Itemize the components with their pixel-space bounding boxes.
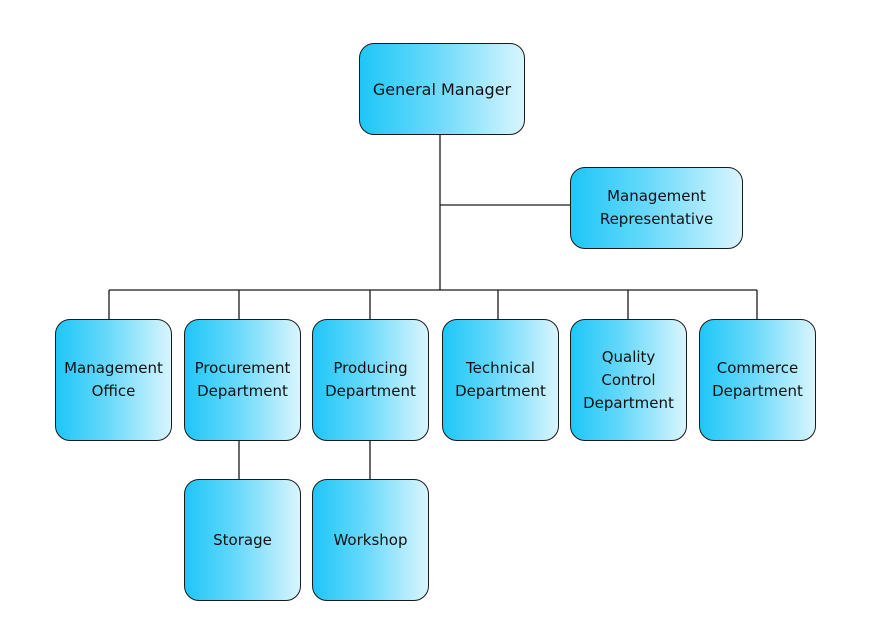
node-storage: Storage <box>184 479 301 601</box>
node-storage-label: Storage <box>213 530 272 549</box>
node-quality-control-department: Quality Control Department <box>570 319 687 441</box>
node-management-representative-label: Management Representative <box>599 187 714 228</box>
node-workshop-label: Workshop <box>333 530 408 549</box>
node-commerce-department-label: Commerce Department <box>712 359 803 400</box>
node-procurement-department: Procurement Department <box>184 319 301 441</box>
node-management-office-label: Management Office <box>64 359 163 400</box>
node-commerce-department: Commerce Department <box>699 319 816 441</box>
node-general-manager: General Manager <box>359 43 525 135</box>
node-procurement-department-label: Procurement Department <box>194 359 291 400</box>
node-general-manager-label: General Manager <box>372 79 512 99</box>
node-quality-control-department-label: Quality Control Department <box>583 347 674 412</box>
node-producing-department-label: Producing Department <box>325 359 416 400</box>
node-technical-department: Technical Department <box>442 319 559 441</box>
node-technical-department-label: Technical Department <box>455 359 546 400</box>
node-producing-department: Producing Department <box>312 319 429 441</box>
node-workshop: Workshop <box>312 479 429 601</box>
node-management-representative: Management Representative <box>570 167 743 249</box>
node-management-office: Management Office <box>55 319 172 441</box>
